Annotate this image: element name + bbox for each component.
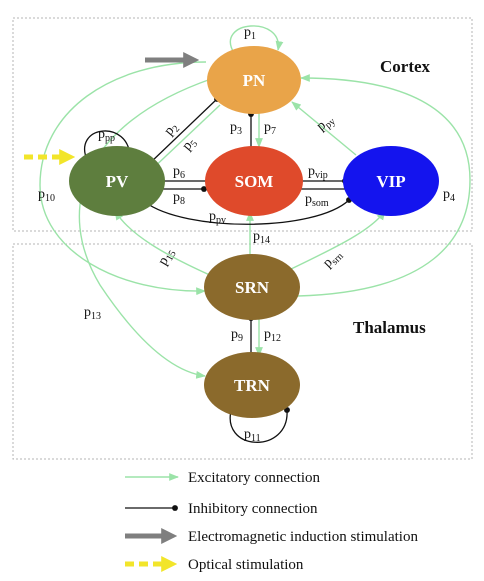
label-ppy: ppy — [314, 112, 338, 136]
edge-p11-trn-self — [229, 406, 290, 443]
legend-excitatory-label: Excitatory connection — [188, 470, 321, 486]
edge-p2-pv-to-pn — [149, 96, 220, 164]
legend: Excitatory connection Inhibitory connect… — [125, 470, 418, 573]
label-p14: p14 — [253, 229, 270, 246]
node-pv[interactable]: PV — [69, 146, 165, 216]
label-p6: p6 — [173, 164, 185, 181]
node-trn-label: TRN — [234, 376, 271, 395]
label-p2: p2 — [162, 120, 183, 140]
thalamus-label: Thalamus — [353, 318, 426, 337]
edge-ppy-vip-to-pn — [291, 101, 357, 156]
node-pn[interactable]: PN — [207, 46, 301, 114]
edge-ppv-pv-to-vip — [144, 197, 352, 225]
node-srn-shape — [204, 254, 300, 320]
edge-p5-pn-to-pv — [147, 104, 221, 174]
node-som[interactable]: SOM — [205, 146, 303, 216]
node-trn-shape — [204, 352, 300, 418]
node-som-label: SOM — [235, 172, 274, 191]
node-vip[interactable]: VIP — [343, 146, 439, 216]
edge-p1-pn-self — [229, 25, 284, 54]
label-p13: p13 — [84, 305, 101, 322]
edge-psrn-srn-to-vip — [284, 210, 386, 273]
label-pvip: pvip — [308, 164, 328, 181]
label-ppp: ppp — [98, 127, 115, 144]
label-psom: psom — [305, 192, 329, 209]
label-p11: p11 — [244, 427, 261, 444]
legend-inhibitory-label: Inhibitory connection — [188, 501, 318, 517]
legend-optical-label: Optical stimulation — [188, 557, 304, 573]
edge-p4-srn-to-pn — [297, 74, 471, 297]
node-vip-label: VIP — [376, 172, 405, 191]
cortex-region-box — [12, 17, 473, 232]
label-p5: p5 — [180, 135, 201, 155]
node-srn-label: SRN — [235, 278, 270, 297]
node-pv-label: PV — [106, 172, 129, 191]
label-p1: p1 — [244, 25, 256, 42]
node-pn-shape — [207, 46, 301, 114]
cortex-label: Cortex — [380, 57, 431, 76]
label-ppv: ppv — [209, 209, 226, 226]
legend-electromagnetic-label: Electromagnetic induction stimulation — [188, 529, 418, 545]
label-p7: p7 — [264, 120, 276, 137]
edge-ppp-pv-self — [84, 130, 133, 163]
label-p9: p9 — [231, 327, 243, 344]
label-p10: p10 — [38, 187, 55, 204]
node-pv-shape — [69, 146, 165, 216]
node-som-shape — [205, 146, 303, 216]
node-vip-shape — [343, 146, 439, 216]
thalamus-region-box — [12, 243, 473, 460]
label-p8: p8 — [173, 190, 185, 207]
edge-p15-srn-to-pv — [114, 210, 213, 277]
label-p12: p12 — [264, 327, 281, 344]
node-srn[interactable]: SRN — [204, 254, 300, 320]
edge-p10-pn-to-srn — [39, 61, 207, 296]
label-psrn: psrn — [320, 247, 346, 273]
node-pn-label: PN — [243, 71, 266, 90]
label-p4: p4 — [443, 187, 455, 204]
node-trn[interactable]: TRN — [204, 352, 300, 418]
edge-p13-pn-to-trn — [78, 78, 212, 379]
label-p3: p3 — [230, 120, 242, 137]
